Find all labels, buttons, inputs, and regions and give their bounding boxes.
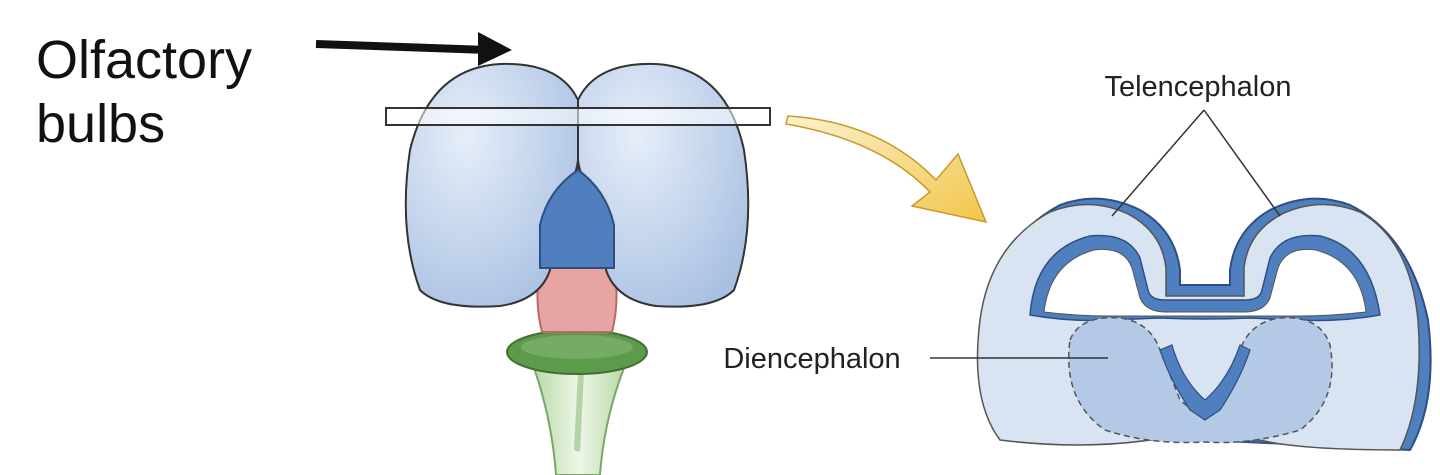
telencephalon-pointer <box>1111 109 1281 217</box>
pointer-arrow <box>315 32 512 66</box>
pink-segment <box>536 267 618 333</box>
brain-cross-section <box>976 197 1432 452</box>
telencephalon-label: Telencephalon <box>1104 71 1291 103</box>
dark-blue-core <box>539 168 615 269</box>
section-plane <box>385 107 771 126</box>
yellow-curved-arrow <box>785 115 988 224</box>
olfactory-label-line1: Olfactory <box>36 30 253 90</box>
olfactory-bulbs-label: Olfactory bulbs <box>36 28 252 156</box>
brainstem <box>532 367 626 475</box>
diencephalon-label: Diencephalon <box>723 343 900 375</box>
olfactory-label-line2: bulbs <box>36 94 166 154</box>
